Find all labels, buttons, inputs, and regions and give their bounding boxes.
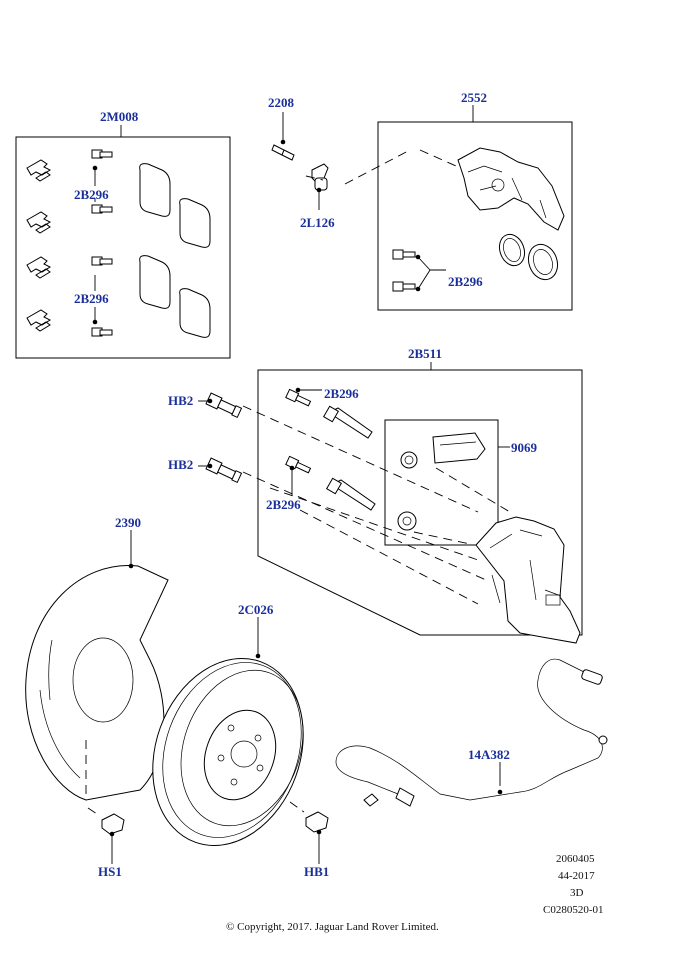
carrier-kit-box: [257, 369, 583, 636]
pad-kit-box: [15, 136, 231, 359]
carrier-bolts: [285, 388, 312, 474]
assembly-lines: [242, 149, 511, 605]
callout-2B296-carrier-upper[interactable]: 2B296: [324, 386, 359, 401]
anti-rattle-clips: [26, 159, 52, 332]
callout-2M008[interactable]: 2M008: [100, 109, 139, 124]
ref-view: 3D: [570, 887, 584, 899]
bleed-cap: [311, 163, 329, 210]
piston-seals: [498, 233, 559, 281]
dust-shield: [25, 530, 169, 801]
callout-2L126[interactable]: 2L126: [300, 215, 335, 230]
callout-2C026[interactable]: 2C026: [238, 602, 274, 617]
pad-bolts: [91, 149, 113, 337]
callout-HB2-upper[interactable]: HB2: [168, 393, 193, 408]
bush-kit-box: [384, 419, 499, 546]
caliper-bolts: [392, 249, 446, 292]
brake-disc: [152, 617, 304, 847]
callout-2552[interactable]: 2552: [461, 90, 487, 105]
callout-9069[interactable]: 9069: [511, 440, 538, 455]
hs1-screw: [87, 807, 125, 864]
leader-lines: [92, 105, 510, 837]
callout-HB1[interactable]: HB1: [304, 864, 329, 879]
caliper-carrier: [475, 516, 581, 644]
hb1-bolt: [289, 801, 329, 864]
callout-2B296-caliper[interactable]: 2B296: [448, 274, 483, 289]
ref-date: 44-2017: [558, 870, 595, 882]
copyright-notice: © Copyright, 2017. Jaguar Land Rover Lim…: [226, 921, 439, 933]
callout-2390[interactable]: 2390: [115, 515, 141, 530]
wear-sensor: [335, 658, 608, 807]
callout-labels: 2M008 2B296 2B296 2208 2L126 2552 2B296 …: [74, 90, 538, 879]
caliper-housing: [457, 147, 565, 231]
ref-illustration-id: C0280520-01: [543, 904, 604, 916]
caliper-box: [377, 121, 573, 311]
callout-2208[interactable]: 2208: [268, 95, 295, 110]
callout-HS1[interactable]: HS1: [98, 864, 122, 879]
bleed-screw: [271, 112, 295, 161]
ref-code-1: 2060405: [556, 853, 595, 865]
callout-14A382[interactable]: 14A382: [468, 747, 510, 762]
guide-bushes: [397, 451, 418, 531]
callout-2B296-carrier-lower[interactable]: 2B296: [266, 497, 301, 512]
guide-pins: [322, 405, 376, 511]
reference-block: 2060405 44-2017 3D C0280520-01 © Copyrig…: [226, 853, 604, 933]
hb2-bolts: [205, 392, 243, 484]
callout-2B511[interactable]: 2B511: [408, 346, 442, 361]
brake-pads: [139, 163, 211, 338]
callout-2B296-pads-lower[interactable]: 2B296: [74, 291, 109, 306]
callout-2B296-pads-upper[interactable]: 2B296: [74, 187, 109, 202]
boot-cap: [432, 432, 486, 464]
callout-HB2-lower[interactable]: HB2: [168, 457, 193, 472]
